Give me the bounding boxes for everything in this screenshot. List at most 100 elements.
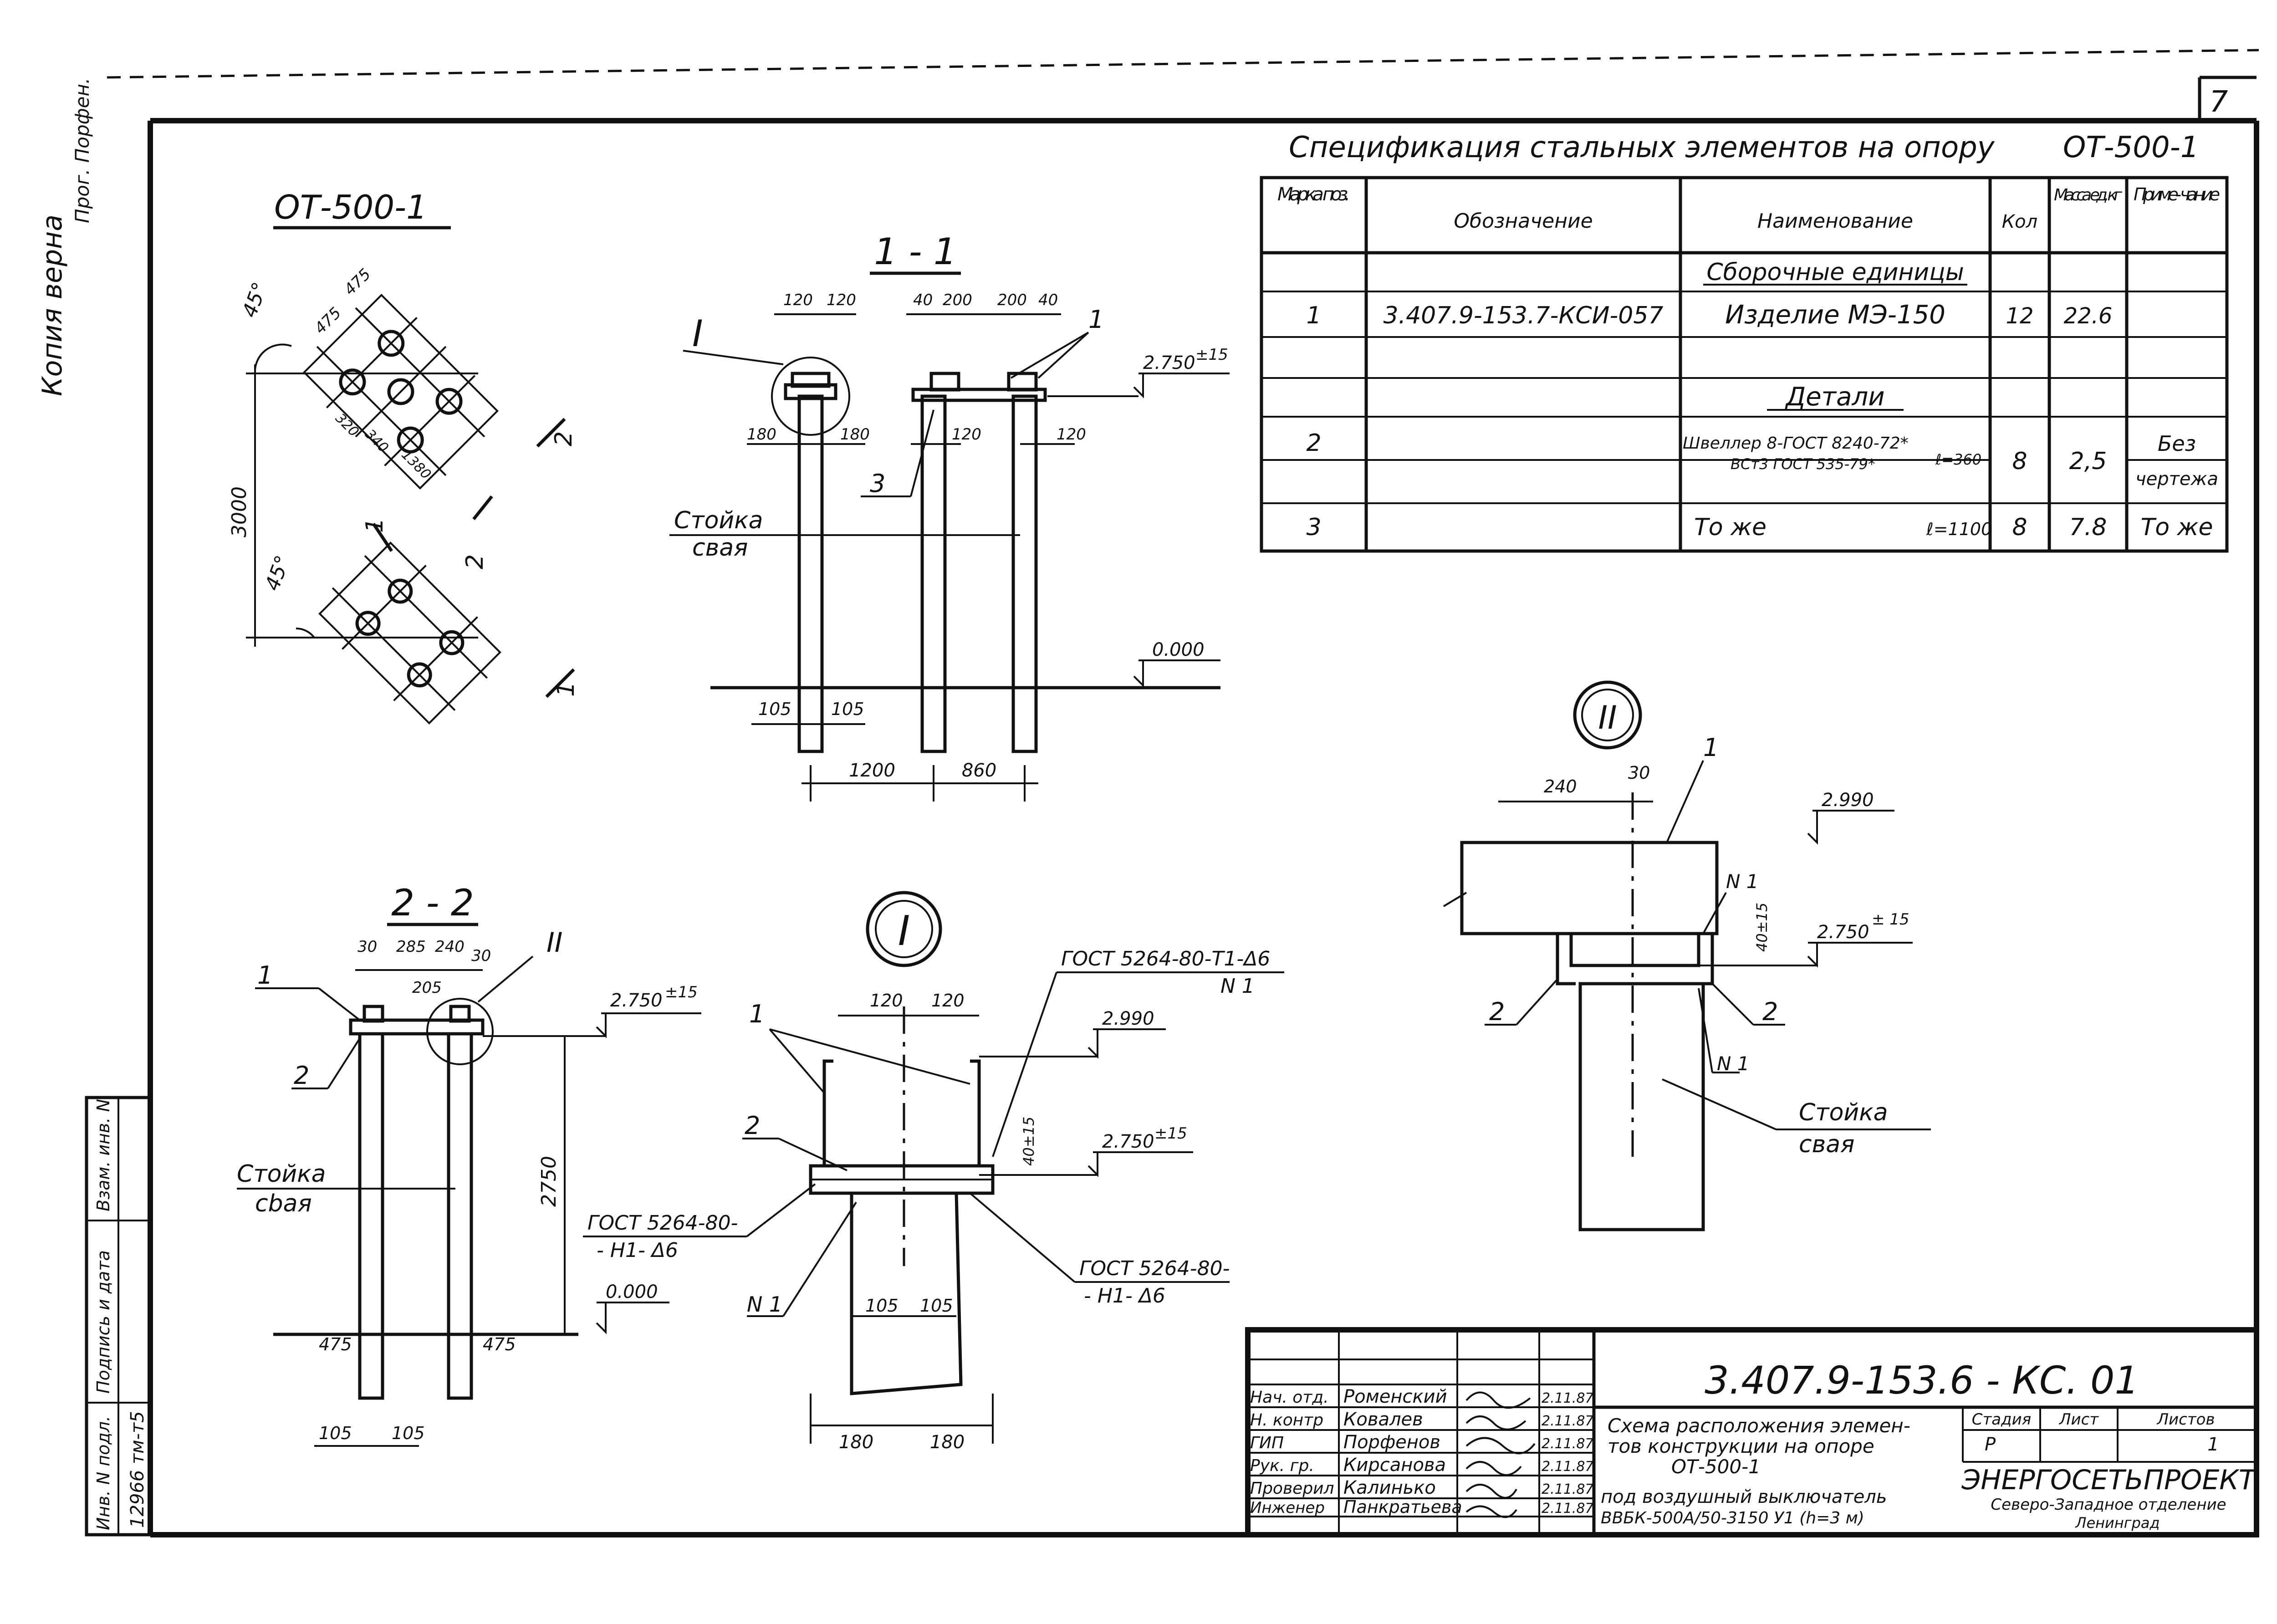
detail-I-dim-105a: 105 <box>865 1296 899 1316</box>
side-stamp-replace-label: Взам. инв. N <box>93 1099 113 1211</box>
spec-row3-pos: 3 <box>1306 514 1321 541</box>
detail-II-elev-mid: 2.750 <box>1817 922 1869 943</box>
plan-dim-340: 340 <box>362 426 391 456</box>
s22-dim-475b: 475 <box>483 1334 516 1354</box>
detail-I: I ГОСТ 5264-80-Т1-Δ6 N 1 120 120 1 2.990… <box>583 891 1284 1453</box>
spec-row2-pos: 2 <box>1306 429 1321 457</box>
spec-row1-pos: 1 <box>1306 302 1321 329</box>
plan-angle-1: 45° <box>238 279 272 321</box>
tb-date-2: 2.11.87 <box>1542 1436 1594 1452</box>
section-2-2: 2 - 2 II 30 285 240 30 205 1 2 2.750 ±15… <box>237 882 701 1447</box>
detail-I-dim-120a: 120 <box>870 991 903 1011</box>
s11-pos-3: 3 <box>870 469 885 498</box>
spec-header-name: Наименование <box>1757 209 1913 233</box>
title-block: 3.407.9-153.6 - КС. 01 Нач. отд. Н. конт… <box>1245 1327 2259 1537</box>
spec-row2-mass: 2,5 <box>2069 448 2107 475</box>
plan-cut-1a: 1 <box>361 518 388 533</box>
detail-II-pile-label-1: Стойка <box>1799 1099 1888 1126</box>
detail-II-n1-bottom: N 1 <box>1717 1052 1750 1075</box>
detail-II-n1-top: N 1 <box>1726 870 1759 893</box>
detail-II-dim-30: 30 <box>1628 763 1650 783</box>
s22-dim-205: 205 <box>412 979 442 997</box>
detail-I-elev-top: 2.990 <box>1102 1008 1154 1029</box>
spec-row1-mass: 22.6 <box>2064 303 2113 329</box>
detail-I-dim-180a: 180 <box>839 1432 873 1453</box>
s11-dim-40a: 40 <box>913 291 933 309</box>
tb-date-5: 2.11.87 <box>1542 1501 1594 1517</box>
detail-I-weld-left-1: ГОСТ 5264-80- <box>587 1211 738 1235</box>
tb-date-0: 2.11.87 <box>1542 1390 1594 1406</box>
tb-org-3: Ленинград <box>2075 1514 2160 1532</box>
s22-callout-II: II <box>546 927 562 959</box>
spec-group-parts: Детали <box>1784 382 1884 412</box>
tb-role-1: Н. контр <box>1250 1411 1323 1430</box>
detail-I-elev-mid-tol: ±15 <box>1154 1124 1187 1143</box>
detail-I-dim-105b: 105 <box>920 1296 953 1316</box>
s22-dim-285: 285 <box>396 938 426 956</box>
s22-dim-475a: 475 <box>319 1334 352 1354</box>
tb-name-5: Панкратьева <box>1343 1497 1462 1517</box>
detail-II: II 240 30 1 2.990 N 1 40±15 2.750 ± 15 2… <box>1443 680 1931 1231</box>
s11-dim-1200: 1200 <box>849 760 895 781</box>
plan-view: ОТ-500-1 45° 45° 3000 <box>228 188 580 725</box>
s11-elev-top-tol: ±15 <box>1195 346 1228 364</box>
detail-I-n1: N 1 <box>747 1292 782 1317</box>
plan-cut-1b: 1 <box>552 682 580 697</box>
spec-row3-note: То же <box>2141 514 2213 541</box>
tb-role-3: Рук. гр. <box>1250 1456 1314 1475</box>
section-2-2-title: 2 - 2 <box>391 882 474 924</box>
s22-pile-label-2: сbая <box>255 1190 312 1217</box>
detail-II-title: II <box>1598 699 1617 736</box>
tb-name-4: Калинько <box>1343 1477 1436 1498</box>
s11-dim-180a: 180 <box>747 425 776 444</box>
detail-I-weld-right-2: - Н1- Δ6 <box>1084 1284 1165 1307</box>
detail-I-pos-1: 1 <box>749 1000 765 1028</box>
detail-II-elev-mid-tol: ± 15 <box>1872 910 1909 929</box>
spec-row3-qty: 8 <box>2012 514 2027 541</box>
tb-role-4: Проверил <box>1250 1479 1334 1498</box>
plan-cluster-lower <box>318 541 501 725</box>
spec-row3-length: ℓ=1100 <box>1926 519 1992 539</box>
plan-angle-2: 45° <box>260 552 295 594</box>
side-stamp-inv-value: 12966 тм-т5 <box>127 1411 148 1528</box>
tb-org-1: ЭНЕРГОСЕТЬПРОЕКТ <box>1961 1464 2257 1496</box>
s11-dim-120a: 120 <box>783 291 813 309</box>
s11-elev-top: 2.750 <box>1143 352 1195 373</box>
s11-elev-ground: 0.000 <box>1152 639 1205 660</box>
s22-dim-105b: 105 <box>392 1423 425 1443</box>
s11-dim-200b: 200 <box>997 291 1027 309</box>
spec-group-assemblies: Сборочные единицы <box>1706 259 1964 286</box>
s11-dim-120d: 120 <box>1057 425 1086 444</box>
s11-dim-105b: 105 <box>831 699 864 719</box>
plan-dim-475a: 475 <box>311 304 345 337</box>
detail-I-weld-right-1: ГОСТ 5264-80- <box>1079 1257 1230 1280</box>
section-1-1: 1 - 1 I 120 120 40 200 200 40 1 180 180 … <box>669 230 1230 802</box>
tb-date-3: 2.11.87 <box>1542 1459 1594 1475</box>
plan-dim-475b: 475 <box>341 265 374 299</box>
s11-callout-I: I <box>692 312 703 355</box>
spec-title: Спецификация стальных элементов на опору <box>1289 131 1995 164</box>
spec-row1-designation: 3.407.9-153.7-КСИ-057 <box>1383 302 1663 329</box>
spec-row2-note-2: чертежа <box>2135 469 2218 490</box>
spec-row2-name-2: ВСт3 ГОСТ 535-79* <box>1731 455 1875 473</box>
tb-date-4: 2.11.87 <box>1542 1481 1594 1497</box>
tb-sheets: 1 <box>2207 1434 2219 1455</box>
detail-II-pos-2-left: 2 <box>1489 997 1505 1026</box>
detail-I-elev-mid: 2.750 <box>1102 1131 1154 1152</box>
s22-dim-240: 240 <box>435 938 465 956</box>
spec-table: Спецификация стальных элементов на опору… <box>1260 131 2229 553</box>
s22-elev-top-tol: ±15 <box>665 983 698 1001</box>
spec-header-note: Приме- чание <box>2134 184 2220 204</box>
s22-dim-30b: 30 <box>471 947 491 965</box>
s11-dim-120b: 120 <box>827 291 856 309</box>
s22-elev-ground: 0.000 <box>606 1282 658 1302</box>
certified-copy-signature: Прог. Порфен. <box>71 78 93 223</box>
tb-date-1: 2.11.87 <box>1542 1413 1594 1429</box>
section-1-1-title: 1 - 1 <box>874 230 957 273</box>
tb-stage: Р <box>1985 1434 1996 1455</box>
tb-name-0: Роменский <box>1343 1386 1447 1407</box>
spec-title-code: ОТ-500-1 <box>2063 131 2199 164</box>
plan-cluster-upper <box>303 294 499 490</box>
s11-pos-1: 1 <box>1088 305 1104 334</box>
